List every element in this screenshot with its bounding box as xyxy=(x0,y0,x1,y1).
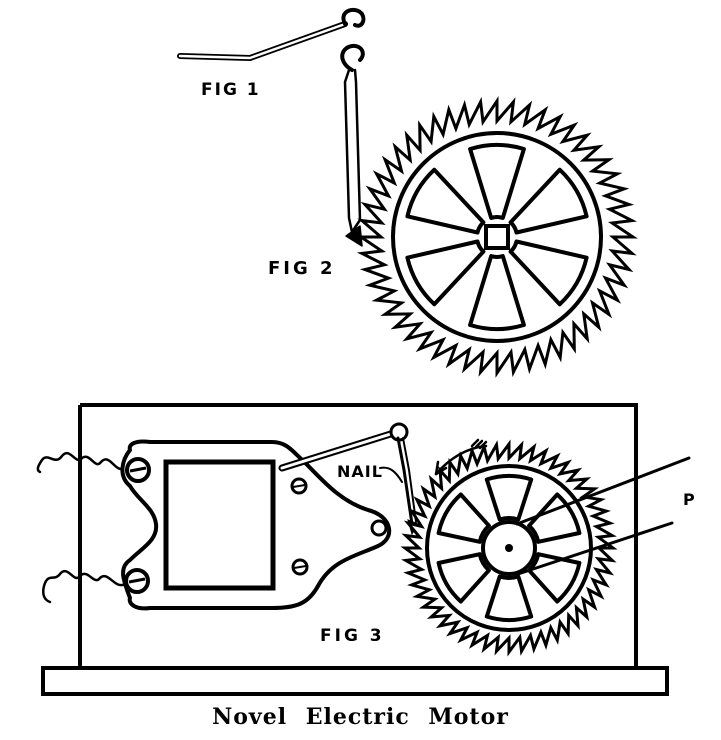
wheel-sector xyxy=(436,492,491,544)
wheel-sector xyxy=(508,167,589,235)
wheel-sector xyxy=(405,167,486,235)
electromagnet xyxy=(120,439,392,611)
fig2-pawl xyxy=(340,43,365,247)
fig1-label: FIG 1 xyxy=(201,80,261,100)
wheel-sector xyxy=(405,239,486,307)
caption: Novel Electric Motor xyxy=(212,704,509,730)
fig3-board xyxy=(41,403,669,696)
wheel-sector xyxy=(508,239,589,307)
wheel-sector xyxy=(468,254,526,331)
wheel-sector xyxy=(484,574,534,622)
wheel-sector xyxy=(484,474,534,522)
lead-wires xyxy=(36,451,127,604)
wheel-sector xyxy=(436,552,491,604)
fig1-wire-pawl xyxy=(177,7,366,61)
belt xyxy=(515,456,691,576)
fig2-ratchet-wheel xyxy=(356,96,638,378)
armature-pawl xyxy=(278,422,419,536)
fig3-label: FIG 3 xyxy=(320,626,385,646)
fig3-ratchet-wheel xyxy=(400,439,618,657)
fig2-label: FIG 2 xyxy=(268,258,336,279)
pulley-label: P xyxy=(683,490,695,509)
wheel-sector xyxy=(468,143,526,220)
nail-label: NAIL xyxy=(337,462,383,481)
